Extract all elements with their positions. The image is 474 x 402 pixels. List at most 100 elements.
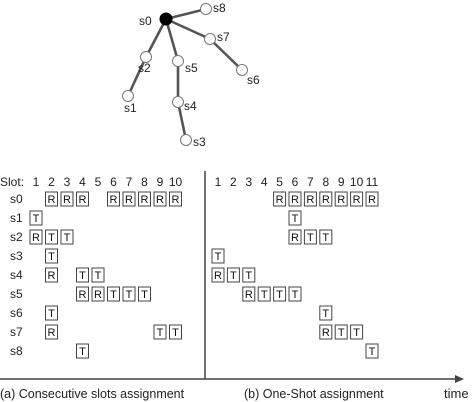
slot-number-oneshot-6: 6 bbox=[292, 175, 299, 189]
cell-box bbox=[288, 191, 302, 207]
cell-mark: T bbox=[369, 346, 376, 358]
cell-mark: R bbox=[306, 194, 314, 206]
edge-s2-s1 bbox=[126, 56, 148, 97]
slot-number-consecutive-8: 8 bbox=[141, 175, 148, 189]
cell-consecutive-s5-slot8: T bbox=[138, 286, 151, 302]
row-label-s1: s1 bbox=[10, 211, 23, 225]
cell-mark: R bbox=[322, 327, 330, 339]
cell-mark: R bbox=[337, 194, 345, 206]
cell-consecutive-s0-slot8: R bbox=[138, 191, 151, 207]
cell-oneshot-s0-slot6: R bbox=[288, 191, 302, 207]
cell-box bbox=[303, 191, 317, 207]
slot-number-oneshot-5: 5 bbox=[276, 175, 283, 189]
slot-number-oneshot-8: 8 bbox=[322, 175, 329, 189]
cell-consecutive-s5-slot7: T bbox=[122, 286, 136, 302]
cell-mark: T bbox=[353, 327, 360, 339]
cell-oneshot-s5-slot3: R bbox=[242, 286, 256, 302]
node-s6 bbox=[236, 64, 248, 76]
slot-number-consecutive-6: 6 bbox=[110, 175, 117, 189]
cell-consecutive-s5-slot6: T bbox=[107, 286, 120, 302]
edge-s7-s6 bbox=[209, 38, 243, 71]
cell-box bbox=[60, 191, 74, 207]
cell-consecutive-s2-slot1: R bbox=[29, 229, 43, 245]
cell-mark: T bbox=[126, 289, 133, 301]
cell-consecutive-s2-slot2: T bbox=[45, 229, 58, 245]
cell-box bbox=[273, 286, 287, 302]
cell-oneshot-s6-slot8: T bbox=[319, 305, 333, 321]
row-label-s3: s3 bbox=[10, 249, 23, 263]
slot-number-oneshot-10: 10 bbox=[350, 175, 364, 189]
cell-mark: T bbox=[322, 232, 329, 244]
cell-consecutive-s4-slot5: T bbox=[91, 267, 105, 283]
cell-box bbox=[91, 267, 105, 283]
cell-box bbox=[303, 229, 317, 245]
node-s8 bbox=[200, 3, 212, 15]
cell-mark: T bbox=[338, 327, 345, 339]
cell-mark: R bbox=[156, 194, 164, 206]
cell-box bbox=[319, 229, 333, 245]
cell-mark: R bbox=[214, 270, 222, 282]
node-s3 bbox=[180, 134, 192, 146]
slot-number-oneshot-2: 2 bbox=[230, 175, 237, 189]
cell-consecutive-s3-slot2: T bbox=[45, 248, 58, 264]
cell-mark: T bbox=[261, 289, 268, 301]
row-label-s7: s7 bbox=[10, 325, 23, 339]
cell-oneshot-s8-slot11: T bbox=[365, 343, 379, 359]
node-s0 bbox=[159, 12, 173, 26]
node-label-s0: s0 bbox=[139, 14, 152, 28]
cell-box bbox=[242, 286, 256, 302]
cell-box bbox=[153, 191, 167, 207]
cell-box bbox=[122, 286, 136, 302]
cell-box bbox=[76, 343, 89, 359]
cell-box bbox=[211, 267, 225, 283]
slot-number-oneshot-4: 4 bbox=[261, 175, 268, 189]
cell-box bbox=[211, 248, 225, 264]
cell-mark: T bbox=[48, 251, 55, 263]
cell-oneshot-s0-slot8: R bbox=[319, 191, 333, 207]
cell-mark: R bbox=[276, 194, 284, 206]
cell-mark: R bbox=[322, 194, 330, 206]
cell-box bbox=[45, 324, 58, 340]
cell-box bbox=[257, 286, 271, 302]
cell-mark: R bbox=[125, 194, 133, 206]
cell-oneshot-s7-slot10: T bbox=[350, 324, 364, 340]
node-label-s5: s5 bbox=[185, 61, 198, 75]
row-label-s5: s5 bbox=[10, 287, 23, 301]
row-label-s4: s4 bbox=[10, 268, 23, 282]
cell-box bbox=[169, 324, 182, 340]
cell-mark: T bbox=[276, 289, 283, 301]
cell-oneshot-s0-slot5: R bbox=[273, 191, 287, 207]
cell-mark: R bbox=[368, 194, 376, 206]
cell-consecutive-s0-slot10: R bbox=[169, 191, 182, 207]
cell-mark: T bbox=[110, 289, 117, 301]
cell-box bbox=[242, 267, 256, 283]
cell-consecutive-s7-slot10: T bbox=[169, 324, 182, 340]
row-label-s0: s0 bbox=[10, 192, 23, 206]
cell-mark: T bbox=[64, 232, 71, 244]
cell-box bbox=[91, 286, 105, 302]
cell-mark: T bbox=[141, 289, 148, 301]
edge-s0-s2 bbox=[144, 18, 168, 58]
cell-oneshot-s2-slot6: R bbox=[288, 229, 302, 245]
cell-box bbox=[45, 267, 58, 283]
slot-number-oneshot-7: 7 bbox=[307, 175, 314, 189]
edge-s0-s7 bbox=[165, 17, 211, 41]
cell-box bbox=[319, 191, 333, 207]
cell-oneshot-s2-slot8: T bbox=[319, 229, 333, 245]
cell-box bbox=[29, 210, 43, 226]
node-label-s4: s4 bbox=[184, 99, 197, 113]
node-label-s7: s7 bbox=[217, 30, 230, 44]
cell-box bbox=[122, 191, 136, 207]
cell-box bbox=[288, 210, 302, 226]
cell-mark: T bbox=[48, 232, 55, 244]
cell-consecutive-s8-slot4: T bbox=[76, 343, 89, 359]
edge-s0-s8 bbox=[165, 7, 207, 21]
cell-mark: R bbox=[172, 194, 180, 206]
cell-mark: T bbox=[79, 346, 86, 358]
cell-mark: R bbox=[79, 289, 87, 301]
cell-mark: R bbox=[245, 289, 253, 301]
cell-oneshot-s2-slot7: T bbox=[303, 229, 317, 245]
